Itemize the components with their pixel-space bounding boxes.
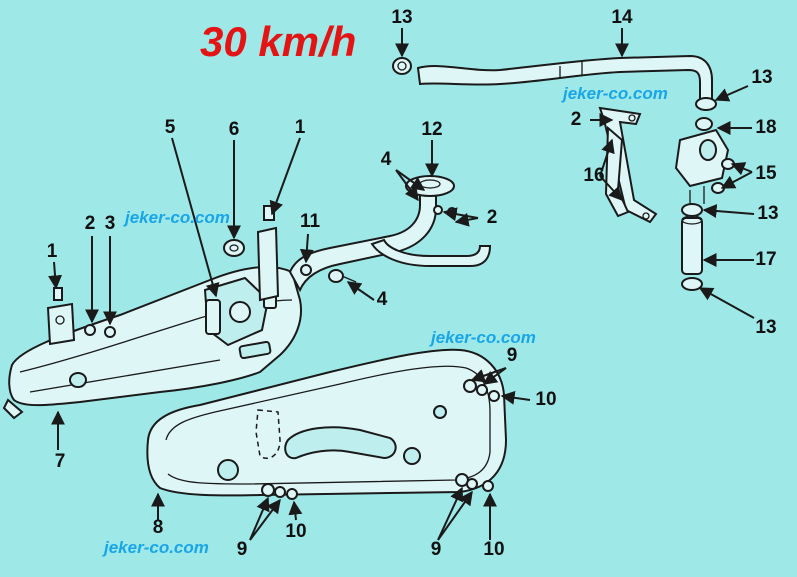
bolt-10-right: [488, 390, 500, 402]
clamp-13-lower: [681, 277, 703, 291]
bolt-3: [104, 326, 116, 338]
washer-2-left: [84, 324, 96, 336]
hose-17: [681, 215, 703, 275]
speed-title: 30 km/h: [200, 18, 357, 65]
washer-9-bottom-right: [455, 473, 478, 490]
exhaust-pipe: [288, 175, 492, 293]
washer-9-bottom-left: [261, 483, 286, 498]
hose-clamp-top-left: [392, 57, 412, 75]
callout-number: 13: [757, 203, 779, 224]
callout-number: 10: [285, 521, 307, 542]
leader-lines: [48, 28, 755, 541]
callout-number: 9: [236, 539, 248, 560]
callout-number: 4: [380, 149, 392, 170]
bracket-left: [46, 287, 76, 346]
callout-number: 8: [152, 517, 164, 538]
callout-number: 1: [46, 241, 58, 262]
callout-number: 15: [755, 163, 777, 184]
washer-2-pipe: [300, 264, 312, 276]
valve-15: [674, 117, 730, 204]
callout-number: 18: [755, 117, 777, 138]
callout-number: 10: [483, 539, 505, 560]
callout-number: 9: [430, 539, 442, 560]
callout-number: 2: [570, 109, 582, 130]
callout-number: 6: [228, 119, 240, 140]
callout-number: 3: [104, 213, 116, 234]
callout-number: 5: [164, 117, 176, 138]
watermark: jeker-co.com: [125, 208, 230, 227]
bushing-6: [223, 239, 245, 257]
callout-number: 17: [755, 249, 777, 270]
belt-cover: [146, 348, 508, 497]
callout-number: 1: [294, 117, 306, 138]
callout-number: 14: [611, 7, 633, 28]
callout-number: 11: [299, 211, 321, 232]
callout-number: 13: [755, 317, 777, 338]
clamp-13-middle: [681, 203, 703, 217]
callout-number: 13: [391, 7, 413, 28]
watermark: jeker-co.com: [431, 328, 536, 347]
bolt-10-bottom-left: [286, 488, 298, 500]
callout-number: 9: [506, 345, 518, 366]
watermark: jeker-co.com: [563, 84, 668, 103]
callout-number: 7: [54, 451, 66, 472]
callout-number: 13: [751, 67, 773, 88]
bracket-top: [256, 205, 280, 302]
muffler: [2, 266, 302, 420]
callout-number: 2: [486, 207, 498, 228]
callout-number: 4: [376, 289, 388, 310]
callout-number: 2: [84, 213, 96, 234]
washer-9-right: [463, 379, 488, 396]
bolt-4-pipe: [328, 269, 357, 283]
callout-number: 16: [583, 165, 605, 186]
clamp-13-upper: [695, 97, 717, 111]
bolt-10-bottom-right: [482, 480, 494, 492]
callout-number: 12: [421, 119, 443, 140]
callout-number: 10: [535, 389, 557, 410]
watermark: jeker-co.com: [104, 538, 209, 557]
